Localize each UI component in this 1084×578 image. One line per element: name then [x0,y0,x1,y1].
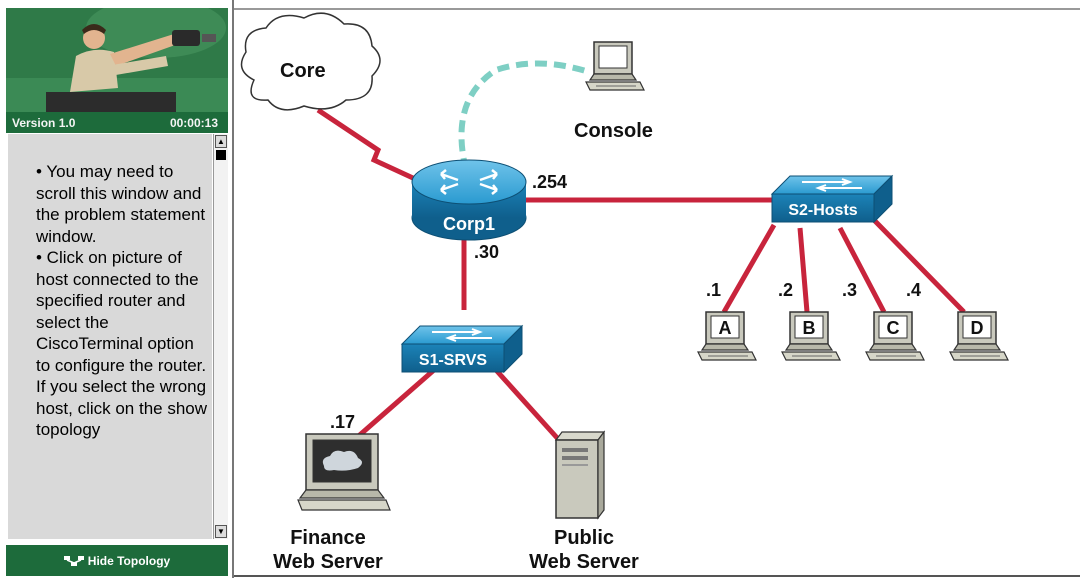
link-s2-hostD [872,218,966,314]
finance-web-server[interactable] [297,433,391,511]
switch-s1-srvs[interactable]: S1-SRVS [401,325,523,373]
version-label: Version 1.0 [12,116,76,130]
host-c-letter: C [887,318,900,338]
host-d-ip: .4 [906,280,921,300]
link-s2-hostA [721,223,777,314]
console-pc[interactable] [585,41,645,91]
banner-image [6,8,228,112]
sidebar: Version 1.0 00:00:13 • You may need to s… [0,0,232,578]
host-a[interactable]: A [697,311,757,361]
topology-icon [63,555,84,566]
hide-topology-button[interactable]: Hide Topology [6,545,228,576]
host-b-letter: B [803,318,816,338]
switch-s2-name: S2-Hosts [788,202,857,219]
host-d[interactable]: D [949,311,1009,361]
console-label: Console [574,120,653,142]
scroll-thumb[interactable] [216,150,226,160]
scroll-down-arrow-icon[interactable]: ▼ [215,525,227,538]
host-c-ip: .3 [842,280,857,300]
version-bar: Version 1.0 00:00:13 [6,112,228,133]
switch-s1-name: S1-SRVS [419,352,488,369]
top-frame-line [234,8,1080,10]
host-d-letter: D [971,318,984,338]
link-s2-hostC [837,226,887,314]
link-s1-finance [352,368,436,442]
finance-server-label-2: Web Server [273,551,383,573]
host-c[interactable]: C [865,311,925,361]
network-links [316,60,966,442]
router-corp1[interactable]: Corp1 [411,159,527,241]
timer: 00:00:13 [169,116,218,130]
host-b[interactable]: B [781,311,841,361]
scroll-up-arrow-icon[interactable]: ▲ [215,135,227,148]
public-server-label-1: Public [554,527,614,549]
host-a-letter: A [719,318,732,338]
router-ip-s1: .30 [474,242,499,262]
link-s1-public [494,368,561,442]
instructions-scrollbar[interactable]: ▲ ▼ [213,134,228,539]
host-a-ip: .1 [706,280,721,300]
instructions-panel[interactable]: • You may need to scroll this window and… [6,134,212,539]
core-cloud: Core [240,12,381,111]
core-label: Core [280,60,326,82]
bottom-frame-line [234,575,1080,577]
hide-topology-label: Hide Topology [87,553,171,568]
router-ip-s2: .254 [532,172,567,192]
router-arrows-icon [440,169,498,195]
router-name: Corp1 [443,214,495,234]
link-s2-hostB [797,227,810,313]
serial-link-core [316,107,441,193]
topology-diagram: Core Console Corp1 .254 .30 S2-Hosts S1-… [240,12,1009,573]
console-cable [458,60,590,171]
instructions-text: • You may need to scroll this window and… [36,162,208,439]
public-server-label-2: Web Server [529,551,639,573]
finance-server-label-1: Finance [290,527,366,549]
switch-s2-hosts[interactable]: S2-Hosts [771,175,893,223]
public-web-server[interactable] [554,430,606,520]
frame-divider [232,0,234,578]
host-b-ip: .2 [778,280,793,300]
finance-server-ip: .17 [330,412,355,432]
